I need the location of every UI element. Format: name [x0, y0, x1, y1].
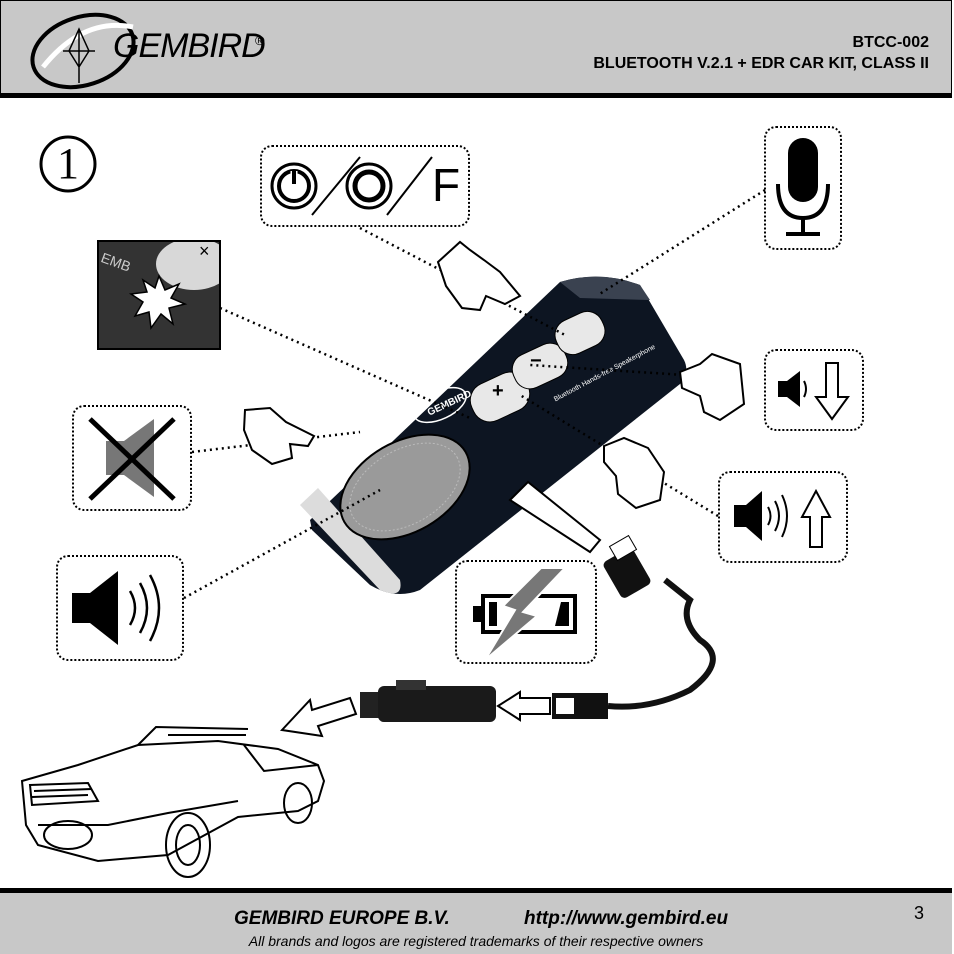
- circle-icon: [345, 162, 393, 210]
- hand-pointer-icon: [678, 352, 746, 422]
- mute-box: [72, 405, 192, 511]
- registered-mark: ®: [255, 33, 265, 48]
- gembird-logo: GEMBIRD ®: [23, 7, 266, 93]
- volume-down-icon: [778, 362, 850, 421]
- step-number: 1: [57, 139, 79, 188]
- power-icon: [270, 162, 318, 210]
- microphone-icon: [776, 138, 830, 236]
- function-icon: F: [432, 159, 461, 211]
- hand-pointer-icon: [242, 406, 316, 466]
- hand-pointer-icon: [436, 240, 522, 312]
- device-minus-button: −: [530, 350, 542, 372]
- product-title: BLUETOOTH V.2.1 + EDR CAR KIT, CLASS II: [593, 55, 929, 72]
- step-marker: 1: [38, 134, 98, 194]
- speaker-icon: [72, 571, 161, 645]
- led-indicator-box: × EMB: [97, 240, 221, 350]
- svg-text:×: ×: [199, 242, 210, 261]
- battery-charge-icon: [473, 567, 577, 661]
- hand-pointer-icon: [603, 436, 666, 510]
- trademark-notice: All brands and logos are registered trad…: [248, 933, 704, 949]
- website-url[interactable]: http://www.gembird.eu: [524, 908, 729, 929]
- device-model-label: Bluetooth Hands-free Speakerphone: [553, 343, 657, 404]
- model-block: BTCC-002 BLUETOOTH V.2.1 + EDR CAR KIT, …: [593, 32, 929, 74]
- car-kit-device: [300, 276, 687, 594]
- footer: GEMBIRD EUROPE B.V. http://www.gembird.e…: [0, 888, 952, 954]
- mute-icon: [88, 417, 176, 501]
- battery-box: [455, 560, 597, 664]
- model-number: BTCC-002: [852, 34, 929, 51]
- volume-up-icon: [734, 488, 832, 548]
- car-charger-icon: [360, 680, 496, 722]
- device-brand-label: GEMBIRD: [425, 388, 474, 419]
- function-keys-box: F: [260, 145, 470, 227]
- page-number: 3: [913, 903, 924, 923]
- speaker-box: [56, 555, 184, 661]
- led-flash-icon: × EMB: [99, 242, 219, 348]
- device-plus-button: +: [492, 380, 504, 402]
- header: GEMBIRD ® BTCC-002 BLUETOOTH V.2.1 + EDR…: [0, 0, 952, 98]
- volume-down-box: [764, 349, 864, 431]
- company-name: GEMBIRD EUROPE B.V.: [234, 908, 450, 929]
- car-icon: [20, 725, 326, 878]
- logo-text: GEMBIRD: [113, 27, 266, 65]
- microphone-box: [764, 126, 842, 250]
- volume-up-box: [718, 471, 848, 563]
